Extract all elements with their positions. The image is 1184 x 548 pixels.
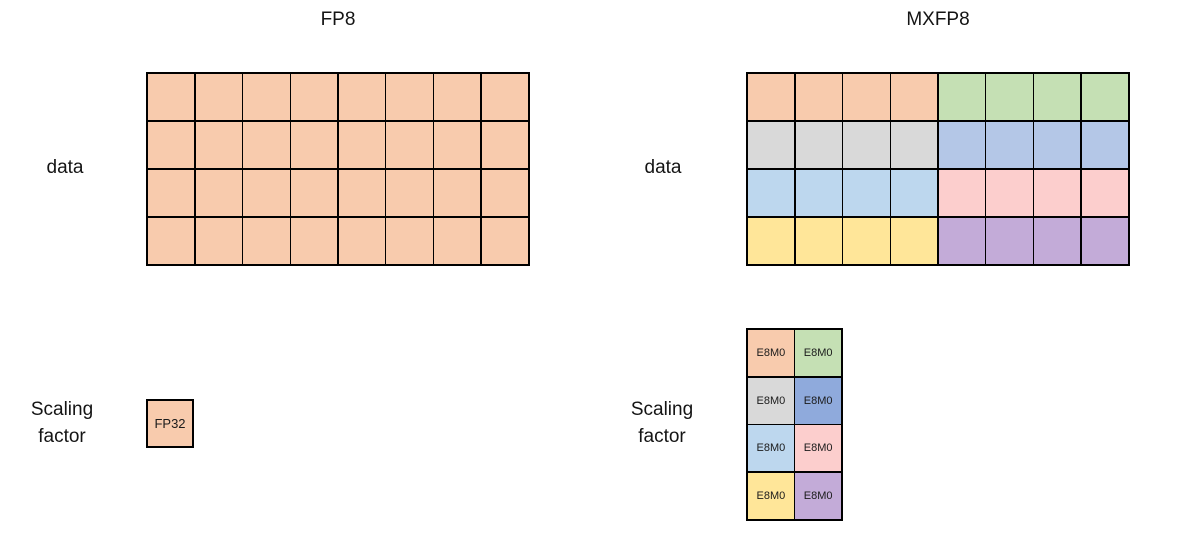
fp8-data-cell xyxy=(243,121,290,169)
mxfp8-data-cell xyxy=(986,121,1033,169)
mxfp8-data-cell xyxy=(938,74,985,121)
fp8-data-cell xyxy=(243,217,290,264)
fp8-scaling-factor-label: Scaling factor xyxy=(8,396,116,450)
fp8-data-cell xyxy=(148,121,195,169)
mxfp8-data-cell xyxy=(748,74,795,121)
fp8-data-cell xyxy=(338,169,385,217)
mxfp8-data-cell xyxy=(1034,217,1081,264)
fp8-data-cell xyxy=(386,169,433,217)
mxfp8-data-cell xyxy=(1081,169,1128,217)
mxfp8-scaling-factor-label-line1: Scaling xyxy=(630,399,694,420)
e8m0-scale-cell: E8M0 xyxy=(748,425,794,472)
fp8-data-cell xyxy=(434,169,481,217)
fp8-data-cell xyxy=(481,217,528,264)
mxfp8-data-cell xyxy=(843,121,890,169)
fp8-data-cell xyxy=(434,74,481,121)
fp8-data-cell xyxy=(291,217,338,264)
mxfp8-data-cell xyxy=(748,169,795,217)
mxfp8-data-cell xyxy=(795,74,842,121)
e8m0-scale-cell: E8M0 xyxy=(748,377,794,424)
fp8-data-cell xyxy=(148,169,195,217)
e8m0-scale-cell: E8M0 xyxy=(795,330,841,377)
e8m0-scale-cell: E8M0 xyxy=(795,472,841,519)
mxfp8-data-grid xyxy=(746,72,1130,266)
mxfp8-data-cell xyxy=(891,217,938,264)
mxfp8-data-cell xyxy=(986,169,1033,217)
mxfp8-data-cell xyxy=(1081,74,1128,121)
fp8-scaling-factor-label-line2: factor xyxy=(38,426,86,447)
mxfp8-scaling-factor-label: Scaling factor xyxy=(608,396,716,450)
mxfp8-data-cell xyxy=(891,169,938,217)
fp8-data-cell xyxy=(386,74,433,121)
fp8-data-cell xyxy=(338,121,385,169)
fp8-data-cell xyxy=(481,121,528,169)
e8m0-scale-cell: E8M0 xyxy=(795,425,841,472)
fp8-data-cell xyxy=(243,74,290,121)
mxfp8-data-cell xyxy=(748,121,795,169)
fp32-scale-cell: FP32 xyxy=(148,401,192,446)
mxfp8-data-cell xyxy=(891,74,938,121)
fp8-data-cell xyxy=(481,74,528,121)
mxfp8-data-cell xyxy=(843,169,890,217)
mxfp8-data-cell xyxy=(843,74,890,121)
mxfp8-data-cell xyxy=(1034,169,1081,217)
fp8-data-cell xyxy=(434,121,481,169)
fp8-data-cell xyxy=(386,121,433,169)
fp8-scale-cell-grid: FP32 xyxy=(146,399,194,448)
fp8-data-cell xyxy=(195,121,242,169)
fp8-data-cell xyxy=(148,217,195,264)
fp8-data-label: data xyxy=(46,157,84,178)
fp8-data-cell xyxy=(338,74,385,121)
fp8-data-cell xyxy=(338,217,385,264)
mxfp8-data-cell xyxy=(986,74,1033,121)
fp8-data-grid xyxy=(146,72,530,266)
fp8-scaling-factor-label-line1: Scaling xyxy=(30,399,94,420)
e8m0-scale-cell: E8M0 xyxy=(795,377,841,424)
mxfp8-scaling-factor-label-line2: factor xyxy=(638,426,686,447)
fp8-data-cell xyxy=(291,169,338,217)
mxfp8-data-cell xyxy=(795,121,842,169)
fp8-data-cell xyxy=(291,121,338,169)
mxfp8-data-cell xyxy=(1081,121,1128,169)
fp8-data-cell xyxy=(195,74,242,121)
mxfp8-title: MXFP8 xyxy=(906,9,970,30)
mxfp8-data-cell xyxy=(1034,121,1081,169)
mxfp8-data-cell xyxy=(795,169,842,217)
mxfp8-data-cell xyxy=(938,217,985,264)
fp8-data-cell xyxy=(386,217,433,264)
fp8-data-cell xyxy=(148,74,195,121)
mxfp8-data-cell xyxy=(1081,217,1128,264)
mxfp8-data-cell xyxy=(748,217,795,264)
fp8-data-cell xyxy=(434,217,481,264)
fp8-data-cell xyxy=(291,74,338,121)
mxfp8-data-label: data xyxy=(644,157,682,178)
e8m0-scale-cell: E8M0 xyxy=(748,330,794,377)
mxfp8-data-cell xyxy=(891,121,938,169)
mxfp8-data-cell xyxy=(795,217,842,264)
fp8-data-cell xyxy=(195,217,242,264)
mxfp8-data-cell xyxy=(986,217,1033,264)
fp8-data-cell xyxy=(195,169,242,217)
mxfp8-data-cell xyxy=(938,121,985,169)
mxfp8-data-cell xyxy=(843,217,890,264)
mxfp8-data-cell xyxy=(938,169,985,217)
fp8-title: FP8 xyxy=(320,9,356,30)
e8m0-scale-cell: E8M0 xyxy=(748,472,794,519)
fp8-data-cell xyxy=(243,169,290,217)
fp8-data-cell xyxy=(481,169,528,217)
mxfp8-data-cell xyxy=(1034,74,1081,121)
